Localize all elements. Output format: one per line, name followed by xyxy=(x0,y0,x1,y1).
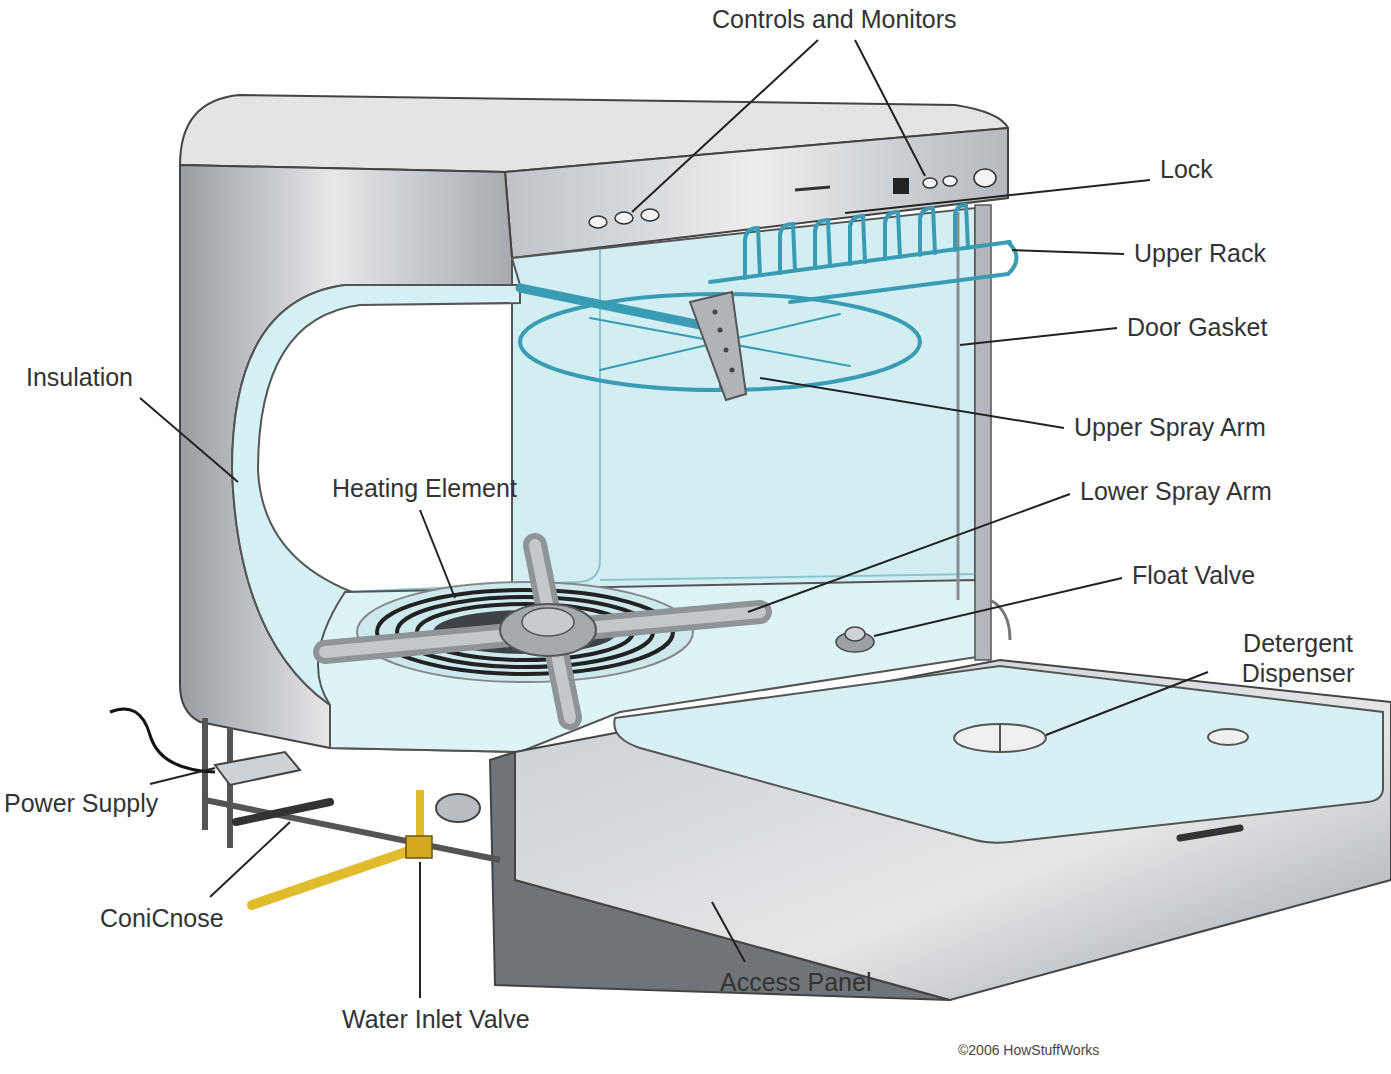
float-cap xyxy=(845,627,865,641)
part-label: Upper Rack xyxy=(1134,238,1266,268)
upper-spray-arm xyxy=(690,292,746,400)
rinse-aid-cap xyxy=(1208,729,1248,745)
power-cord xyxy=(110,709,215,772)
hose xyxy=(236,802,330,822)
part-label: Controls and Monitors xyxy=(712,4,957,34)
button xyxy=(923,178,937,188)
water-pipe xyxy=(416,790,424,840)
part-label: Access Panel xyxy=(720,967,871,997)
lock-slot xyxy=(795,187,830,190)
part-label: Door Gasket xyxy=(1127,312,1267,342)
power-supply-box xyxy=(215,752,300,785)
door-liner xyxy=(614,666,1383,843)
rack-tine xyxy=(815,220,830,268)
leader-line xyxy=(855,40,925,176)
leader-line xyxy=(419,862,421,998)
display xyxy=(893,178,909,194)
tub-back-wall xyxy=(512,208,975,600)
part-label: Upper Spray Arm xyxy=(1074,412,1266,442)
spray-hub-cap xyxy=(522,608,574,636)
leader-line xyxy=(845,180,1150,213)
leader-line xyxy=(712,902,745,962)
part-label: Lower Spray Arm xyxy=(1080,476,1272,506)
detergent-dispenser xyxy=(954,724,1046,752)
part-label: Float Valve xyxy=(1132,560,1255,590)
spray-holes xyxy=(713,310,735,373)
leader-line xyxy=(874,578,1122,636)
part-label: Heating Element xyxy=(332,473,517,503)
part-label: Insulation xyxy=(26,362,133,392)
leader-line xyxy=(210,822,290,897)
pump xyxy=(436,794,480,822)
upper-rack xyxy=(520,205,1017,390)
leader-line xyxy=(1012,250,1124,254)
rack-wire xyxy=(710,242,1010,282)
water-inlet-valve xyxy=(406,836,432,858)
part-label: Power Supply xyxy=(4,788,158,818)
cut-edge xyxy=(512,258,520,285)
leader-line xyxy=(960,328,1117,345)
button xyxy=(589,216,607,228)
button xyxy=(943,176,957,186)
rack-tine xyxy=(920,208,935,255)
tub-frame xyxy=(975,205,991,660)
tub-seam xyxy=(600,574,975,580)
button xyxy=(641,209,659,221)
leader-line xyxy=(140,398,238,482)
rack-tine xyxy=(885,212,900,259)
leader-line xyxy=(150,768,215,784)
base-frame xyxy=(205,718,500,860)
leader-line xyxy=(632,40,818,212)
dispenser-divider xyxy=(999,725,1001,751)
leader-line xyxy=(760,378,1064,428)
button xyxy=(974,169,996,187)
leader-line xyxy=(420,510,455,598)
door-handle xyxy=(1180,828,1240,838)
leader-lines xyxy=(140,40,1208,998)
rack-tine xyxy=(850,216,865,264)
part-label: ©2006 HowStuffWorks xyxy=(958,1042,1099,1059)
rack-wire xyxy=(790,274,1008,302)
spray-hub xyxy=(500,604,596,656)
rack-tine xyxy=(780,224,795,273)
water-pipe xyxy=(252,850,412,905)
rack-tine xyxy=(745,228,760,278)
button xyxy=(615,212,633,224)
part-label: Lock xyxy=(1160,154,1213,184)
door-gasket xyxy=(957,212,960,600)
leader-line xyxy=(1046,672,1208,735)
part-label: Water Inlet Valve xyxy=(342,1004,530,1034)
part-label: ConiCnose xyxy=(100,903,224,933)
rack-wire xyxy=(1008,242,1017,274)
lower-spray-arm xyxy=(325,545,760,718)
door xyxy=(515,660,1391,1000)
leader-line xyxy=(748,494,1070,612)
rack-tine xyxy=(955,205,968,250)
part-label: Detergent Dispenser xyxy=(1215,628,1381,688)
